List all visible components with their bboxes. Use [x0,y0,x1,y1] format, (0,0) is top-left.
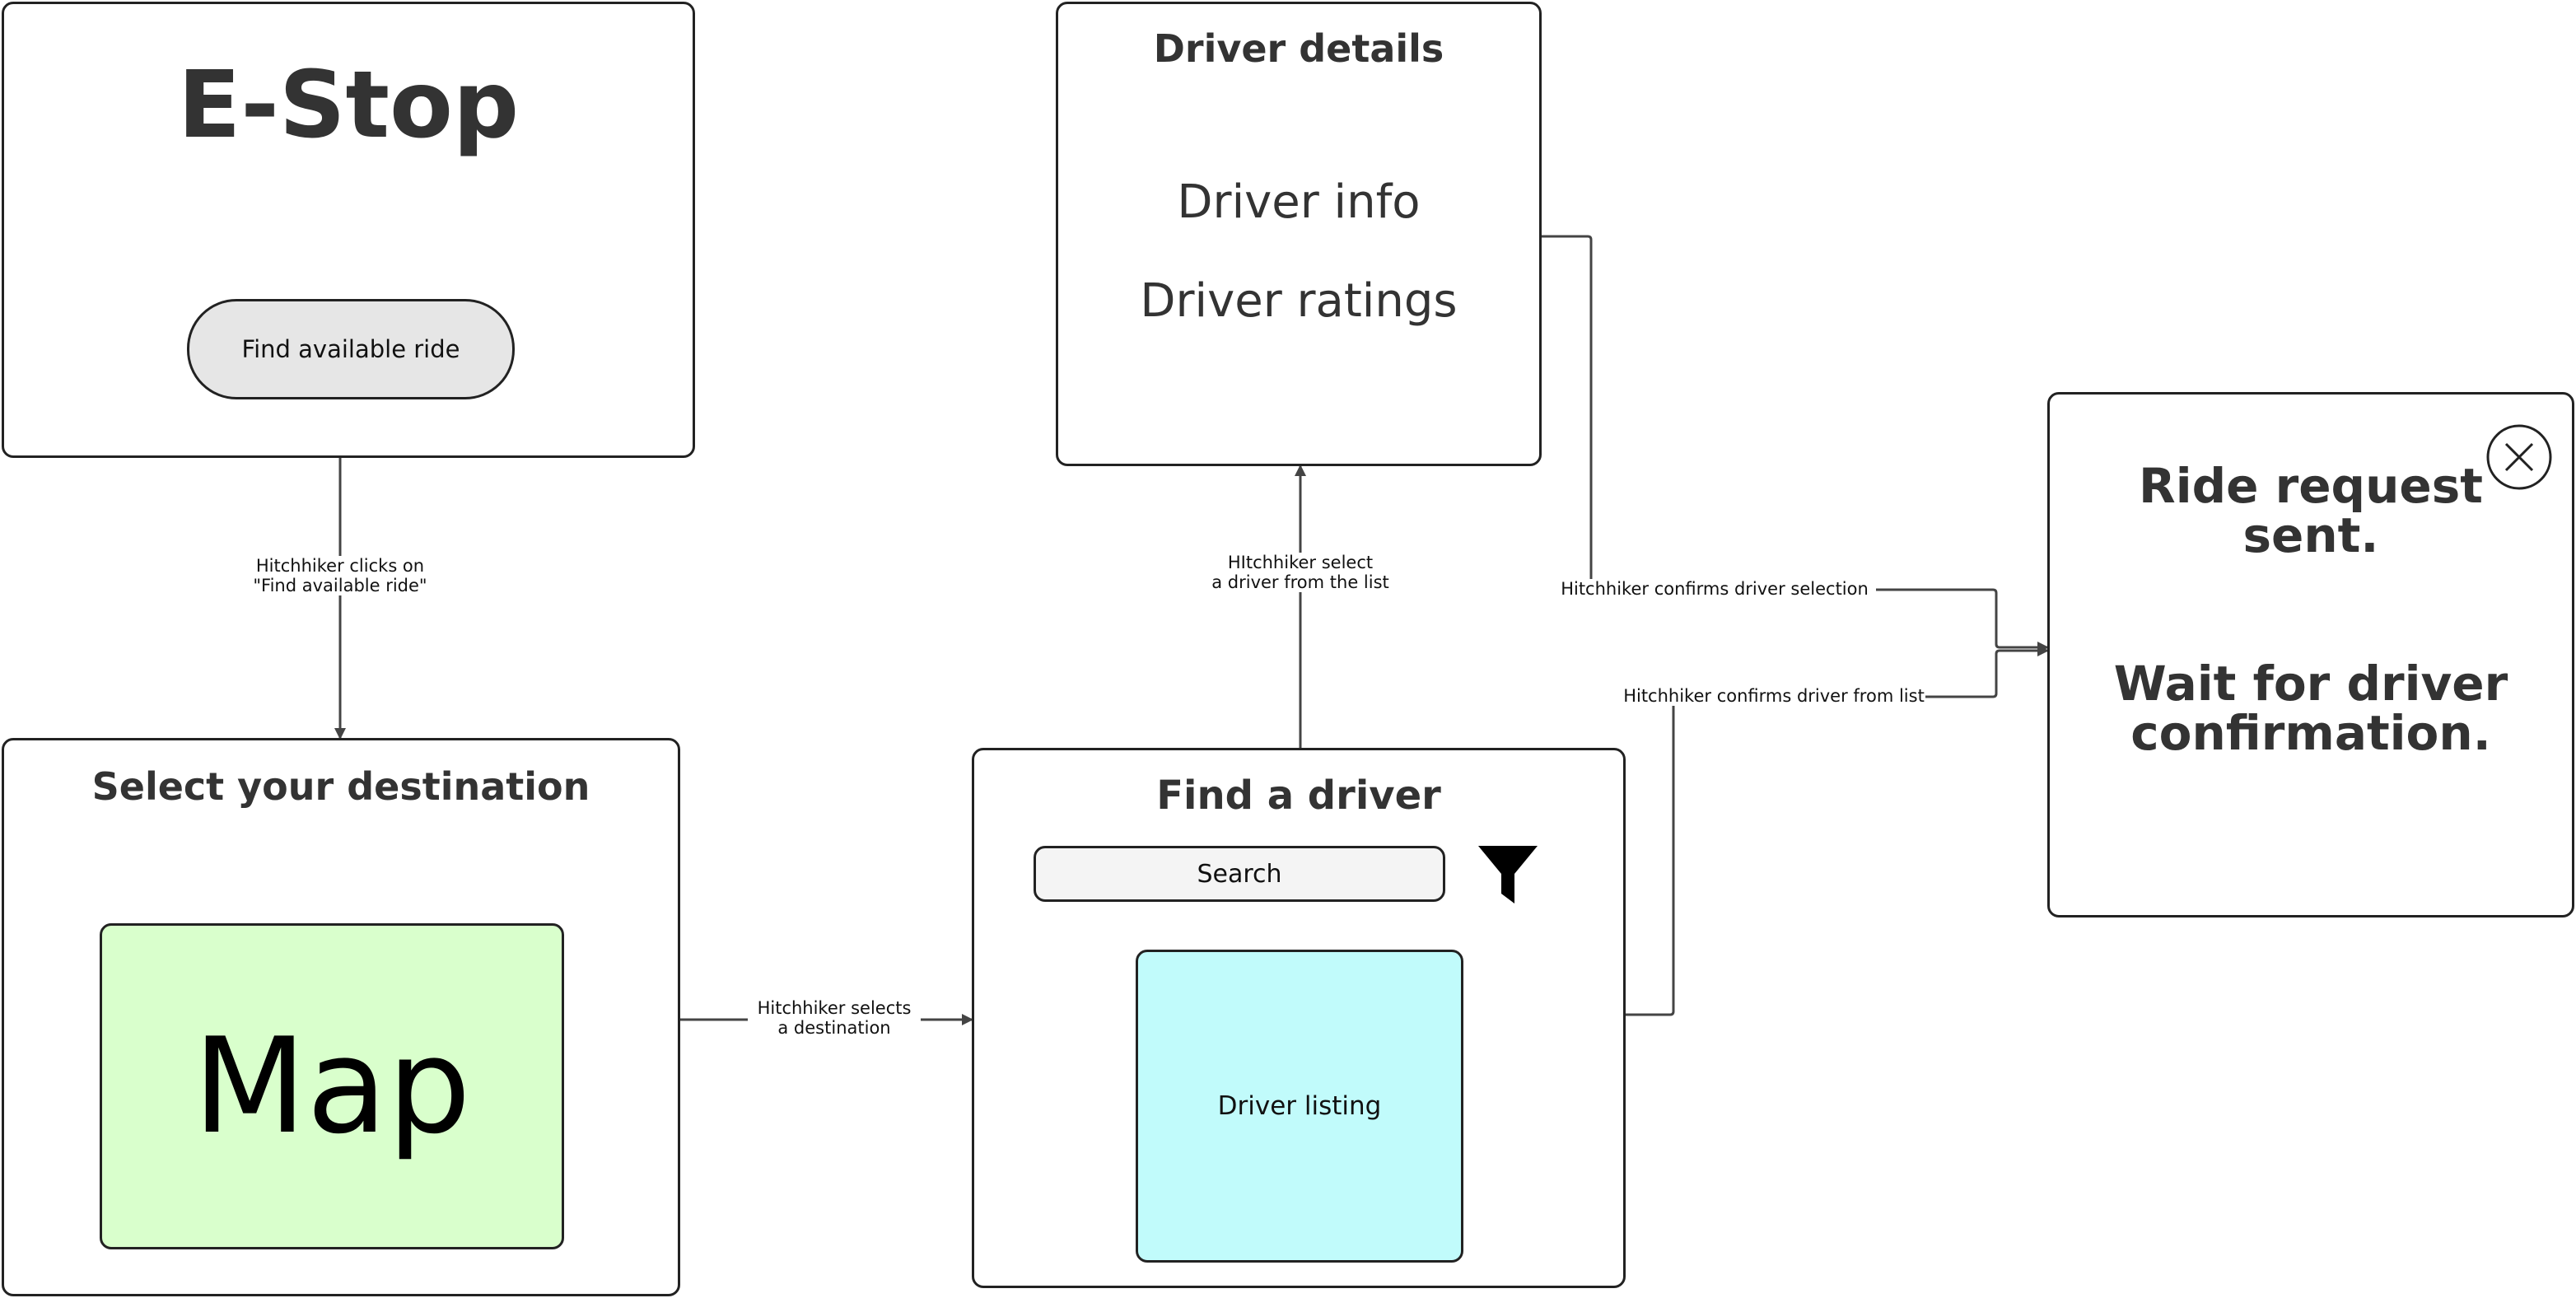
edge-label-select-driver: HItchhiker select a driver from the list [1202,553,1399,592]
driver-details-title: Driver details [1153,26,1444,71]
app-title: E-Stop [177,52,520,159]
driver-ratings-text: Driver ratings [1140,274,1458,328]
close-icon-graphic [2486,424,2552,490]
search-label: Search [1197,859,1282,889]
request-sent-line2: sent. [2242,507,2379,563]
find-driver-screen: Find a driver Search Driver listing [972,748,1626,1288]
destination-title: Select your destination [91,764,590,809]
edge-label-confirms-from-list: Hitchhiker confirms driver from list [1622,686,1925,706]
edge-label-line: a driver from the list [1211,572,1389,592]
find-driver-title: Find a driver [1156,773,1441,819]
request-sent-line1: Ride request [2139,458,2483,514]
driver-details-screen: Driver details Driver info Driver rating… [1056,2,1542,466]
destination-screen: Select your destination Map [2,738,680,1296]
filter-icon-graphic [1478,846,1538,903]
driver-info-text: Driver info [1177,175,1421,229]
edge-label-line: Hitchhiker confirms driver from list [1623,686,1925,706]
edge-label-line: a destination [777,1018,891,1038]
edge-label-clicks-find-ride: Hitchhiker clicks on "Find available rid… [247,556,433,595]
driver-listing[interactable]: Driver listing [1136,950,1463,1263]
map-view[interactable]: Map [100,923,564,1249]
filter-icon[interactable] [1477,844,1539,907]
edge-label-selects-destination: Hitchhiker selects a destination [748,998,921,1038]
edge-label-line: HItchhiker select [1227,553,1374,572]
edge-label-line: Hitchhiker clicks on [255,556,425,576]
edge-label-confirms-selection: Hitchhiker confirms driver selection [1553,579,1876,599]
edge-label-line: "Find available ride" [253,576,427,595]
search-input[interactable]: Search [1034,846,1445,902]
find-available-ride-label: Find available ride [241,335,460,363]
map-label: Map [193,1009,471,1163]
ride-request-screen: Ride request sent. Wait for driver confi… [2047,392,2574,917]
wait-confirmation-line2: confirmation. [2130,705,2491,761]
find-available-ride-button[interactable]: Find available ride [187,299,515,399]
estop-screen: E-Stop Find available ride [2,2,695,458]
edge-label-line: Hitchhiker selects [757,998,912,1018]
close-icon[interactable] [2485,423,2554,492]
wait-confirmation-line1: Wait for driver [2113,656,2508,712]
edge-label-line: Hitchhiker confirms driver selection [1561,579,1869,599]
driver-listing-label: Driver listing [1217,1091,1382,1121]
